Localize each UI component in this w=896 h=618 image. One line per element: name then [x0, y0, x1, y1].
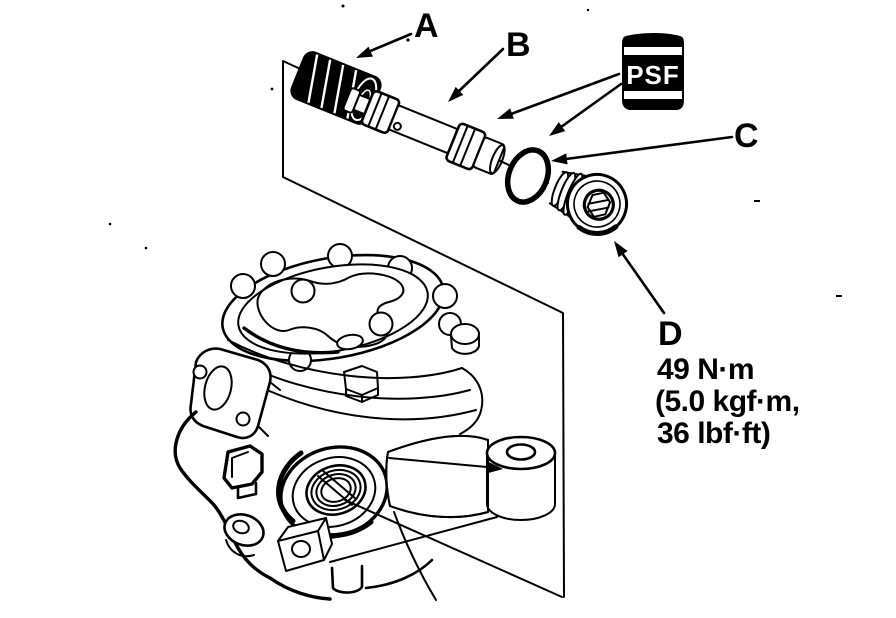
psf-bottle-icon: PSF [622, 33, 684, 110]
part-label-a: A [414, 7, 439, 45]
mount-arm [329, 434, 563, 601]
torque-line-3: 36 lbf·ft) [657, 417, 770, 450]
cover-side-boss [450, 323, 480, 355]
arrow-psf-to-valve [497, 72, 621, 119]
outlet-valve-part [342, 87, 506, 175]
cover-bolt-hole [368, 311, 394, 337]
arrow-b [448, 47, 505, 102]
leader-arrows [356, 32, 734, 315]
part-label-c: C [734, 117, 759, 155]
hex-bolt [343, 365, 379, 403]
torque-spec-text: 49 N·m (5.0 kgf·m, 36 lbf·ft) [655, 353, 800, 450]
inlet-flange [189, 347, 281, 440]
arrow-d [614, 241, 666, 315]
paper-specks [108, 4, 842, 297]
part-label-b: B [506, 26, 531, 64]
part-label-d: D [658, 315, 683, 353]
torque-line-2: (5.0 kgf·m, [655, 385, 800, 418]
cover-shadow-arc [242, 326, 340, 355]
cover-bolt-hole [290, 278, 316, 304]
torque-line-1: 49 N·m [657, 353, 754, 386]
arm-pointer-arrowhead [486, 461, 503, 474]
mounting-lug [277, 517, 333, 572]
arrow-psf-to-o-ring [549, 82, 623, 136]
bottom-stub [330, 564, 364, 594]
arrow-c [551, 135, 734, 165]
lower-boss [223, 513, 265, 558]
pump-body-drawing [173, 243, 563, 601]
outlet-port [276, 445, 389, 539]
o-ring-part [504, 147, 552, 205]
psf-bottle-label: PSF [626, 60, 680, 90]
sealing-bolt-part [548, 170, 628, 236]
hex-fitting [222, 444, 264, 500]
arrow-a [356, 32, 413, 58]
